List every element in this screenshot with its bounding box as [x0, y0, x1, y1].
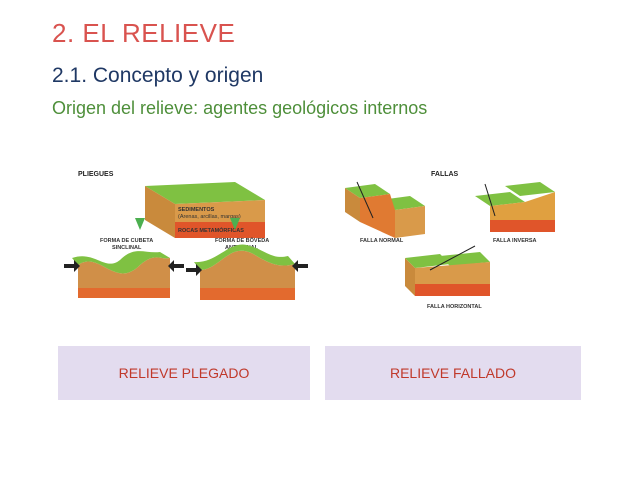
- slide-subtitle: 2.1. Concepto y origen: [52, 64, 264, 87]
- sediments-label: SEDIMENTOS: [178, 207, 215, 213]
- sediments-detail-label: (Arenas, arcillas, margas): [178, 214, 241, 220]
- folded-relief-label: RELIEVE PLEGADO: [118, 365, 250, 381]
- arrow-icon: [230, 218, 240, 230]
- faults-heading: FALLAS: [431, 171, 459, 178]
- faulted-relief-label: RELIEVE FALLADO: [389, 365, 517, 381]
- arrow-icon: [135, 218, 145, 230]
- arrow-left-icon: [292, 260, 308, 272]
- metamorphic-rocks-label: ROCAS METAMÓRFICAS: [178, 226, 244, 234]
- syncline-label-2: SINCLINAL: [112, 245, 142, 251]
- arrow-icon: [356, 181, 374, 219]
- faults-illustration: FALLAS FALLA NORMAL FALLA INVERSA FALLA …: [335, 160, 575, 320]
- arrow-icon: [484, 183, 496, 217]
- folds-heading: PLIEGUES: [78, 171, 114, 178]
- folds-svg: PLIEGUES SEDIMENTOS (Arenas, arcillas, m…: [64, 171, 308, 300]
- normal-fault-label: FALLA NORMAL: [360, 238, 404, 244]
- folds-illustration: PLIEGUES SEDIMENTOS (Arenas, arcillas, m…: [60, 160, 310, 310]
- syncline-label-1: FORMA DE CUBETA: [100, 238, 153, 244]
- faulted-relief-box: RELIEVE FALLADO: [325, 346, 581, 400]
- inverse-fault-label: FALLA INVERSA: [493, 238, 537, 244]
- folded-relief-box: RELIEVE PLEGADO: [58, 346, 310, 400]
- arrow-right-icon: [186, 264, 202, 276]
- slide-title: 2. EL RELIEVE: [52, 18, 236, 48]
- arrow-icon: [429, 245, 476, 271]
- arrow-left-icon: [168, 260, 184, 272]
- slide-subheading: Origen del relieve: agentes geológicos i…: [52, 98, 428, 118]
- faults-svg: FALLAS FALLA NORMAL FALLA INVERSA FALLA …: [345, 171, 555, 310]
- arrow-right-icon: [64, 260, 80, 272]
- anticline-label-1: FORMA DE BÓVEDA: [215, 236, 269, 244]
- horizontal-fault-label: FALLA HORIZONTAL: [427, 304, 482, 310]
